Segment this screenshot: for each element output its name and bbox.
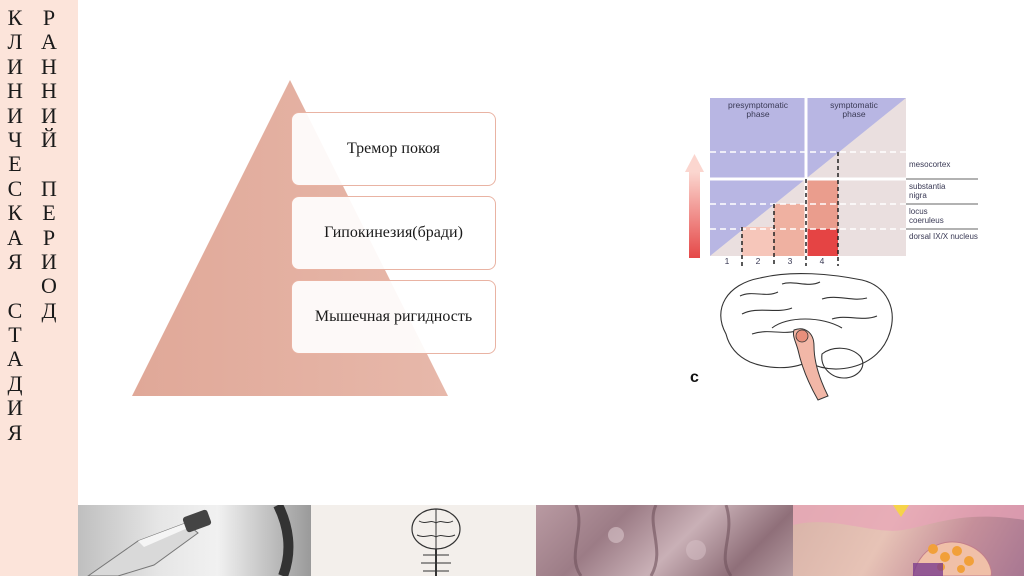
brain-spine-icon [411, 508, 461, 576]
title-letter: К [7, 5, 23, 30]
title-letter: П [41, 175, 57, 201]
title-letter: Р [42, 224, 56, 250]
title-letter: Н [41, 78, 57, 104]
stage-number: 2 [756, 256, 761, 266]
title-letter: Й [41, 126, 57, 152]
synapse-icon [793, 505, 1024, 576]
title-letter [4, 274, 26, 298]
title-letter: Р [42, 5, 56, 30]
side-title-column-2: Р А Н Н И Й П Е Р И О Д [38, 5, 60, 323]
title-letter: Е [42, 200, 56, 226]
brain-spine-drawing [311, 505, 536, 576]
title-letter: Н [7, 78, 23, 104]
brain-sagittal-icon [720, 273, 893, 379]
title-letter: О [41, 273, 57, 299]
title-letter: Н [41, 53, 57, 79]
title-letter: С [7, 297, 23, 323]
pyramid-level-hypokinesia: Гипокинезия(бради) [291, 196, 496, 270]
title-letter: А [7, 346, 23, 372]
brainstem-highlight [793, 328, 829, 401]
side-title-column-1: К Л И Н И Ч Е С К А Я С Т А Д И Я [4, 5, 26, 445]
region-label-mesocortex: mesocortex [909, 160, 950, 169]
title-letter: И [7, 102, 23, 128]
title-letter: И [7, 395, 23, 421]
progression-arrow [685, 154, 704, 258]
synapse-illustration [793, 505, 1024, 576]
symptom-pyramid: Тремор покоя Гипокинезия(бради) Мышечная… [130, 78, 510, 398]
title-letter: А [7, 224, 23, 250]
title-letter [38, 152, 60, 176]
stage-number: 3 [788, 256, 793, 266]
title-letter: Е [8, 151, 22, 177]
pyramid-level-muscle-rigidity: Мышечная ригидность [291, 280, 496, 354]
phase-grid [710, 98, 978, 266]
title-letter: Л [7, 29, 23, 55]
title-letter: Ч [7, 126, 23, 152]
title-letter: И [41, 102, 57, 128]
region-label-dorsal-nucleus: dorsal IX/X nucleus [909, 232, 978, 241]
tissue-micrograph [536, 505, 793, 576]
microscope-photo [78, 505, 311, 576]
stage-number: 1 [725, 256, 730, 266]
tissue-texture [573, 505, 733, 576]
title-letter: А [41, 29, 57, 55]
title-letter: Д [7, 370, 23, 396]
title-letter: Я [7, 419, 23, 445]
title-letter: Д [41, 297, 57, 323]
stage-number: 4 [820, 256, 825, 266]
microscope-icon [87, 505, 294, 576]
title-letter: Я [7, 248, 23, 274]
bottom-image-strip [78, 505, 1024, 576]
pyramid-level-rest-tremor: Тремор покоя [291, 112, 496, 186]
title-letter: И [41, 248, 57, 274]
title-letter: И [7, 53, 23, 79]
title-letter: Т [8, 322, 22, 348]
title-letter: С [7, 175, 23, 201]
panel-letter: c [690, 369, 699, 386]
side-title-band: К Л И Н И Ч Е С К А Я С Т А Д И Я Р А Н … [0, 0, 78, 576]
title-letter: К [7, 200, 23, 226]
